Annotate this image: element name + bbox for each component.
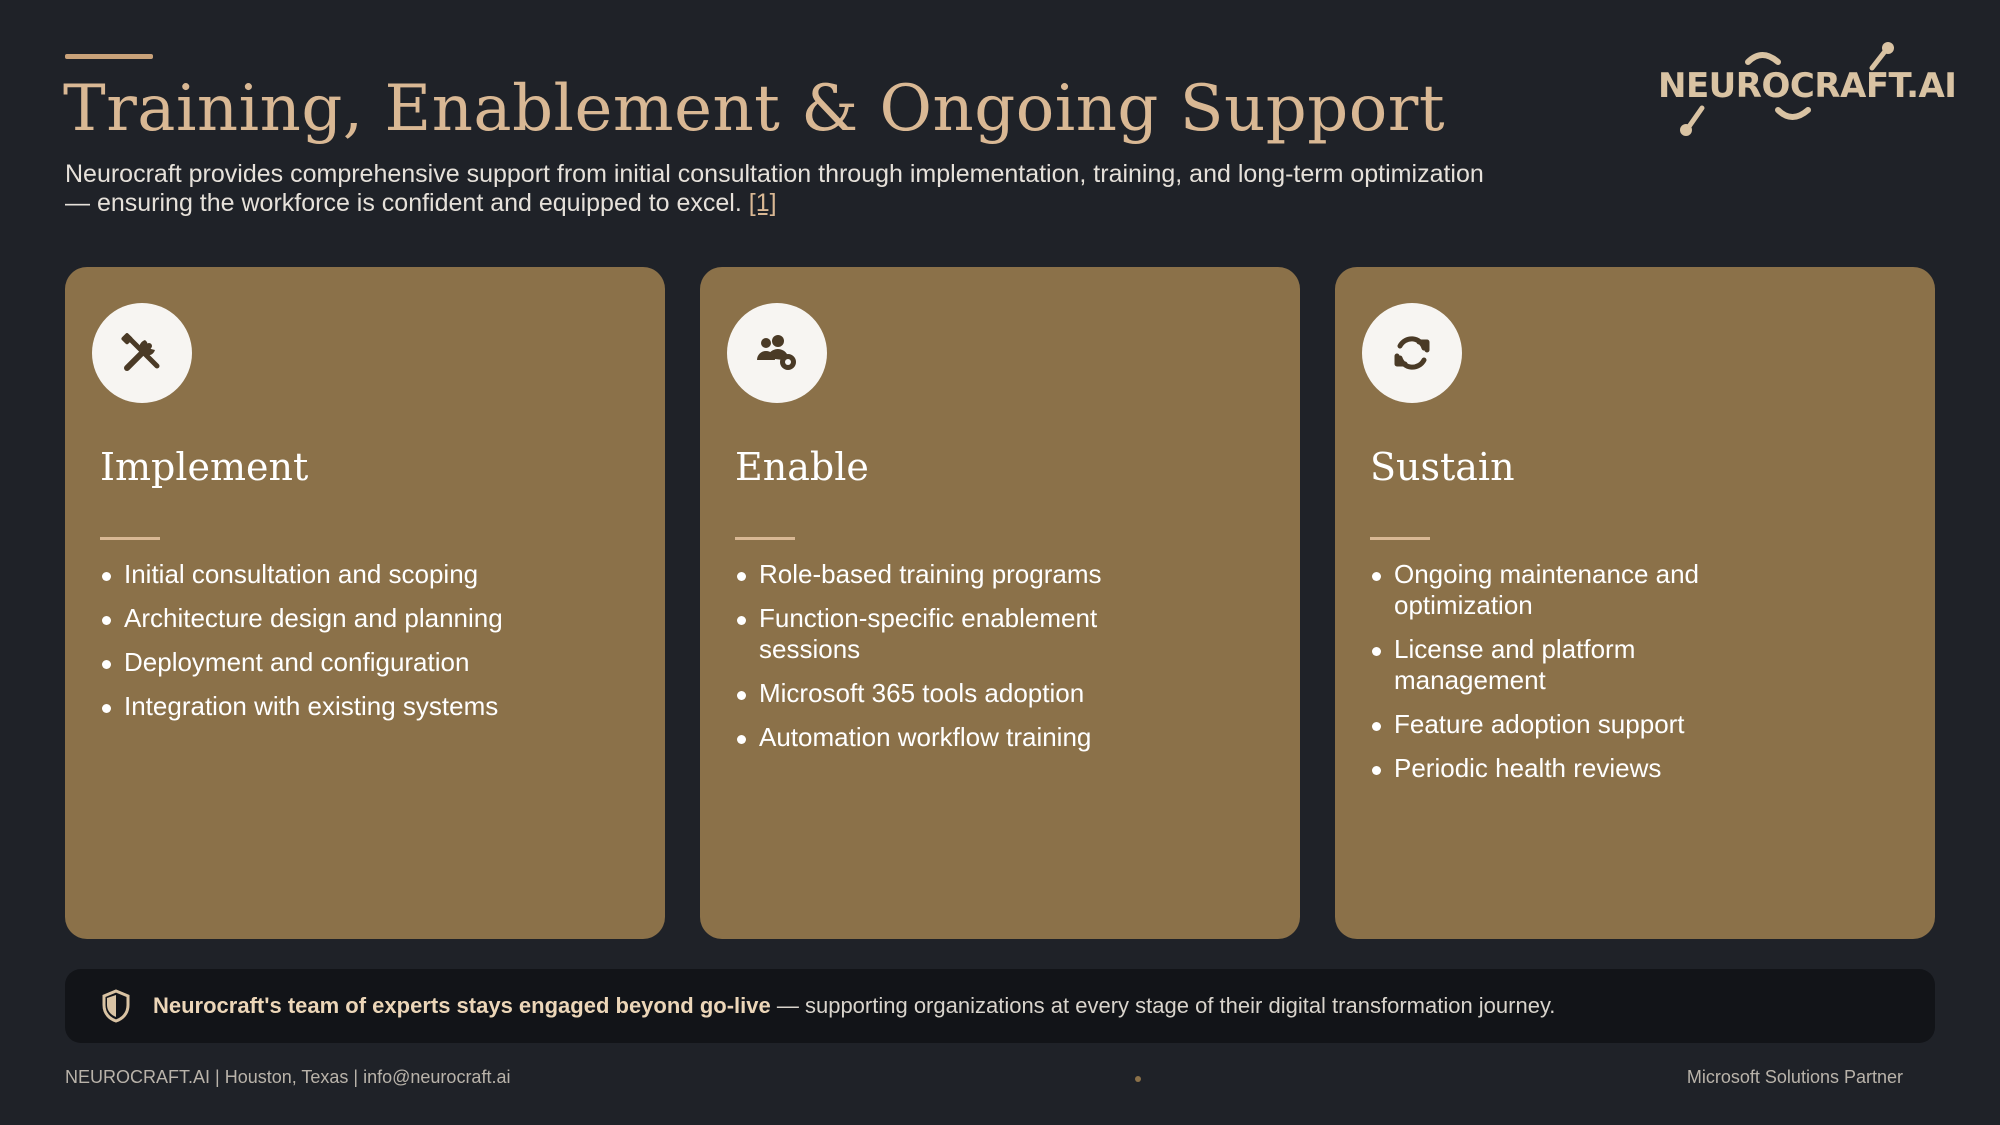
card-enable: Enable Role-based training programs Func…: [700, 267, 1300, 939]
banner-text: Neurocraft's team of experts stays engag…: [153, 993, 1555, 1019]
card-title: Implement: [100, 445, 309, 489]
list-item: Deployment and configuration: [100, 647, 520, 678]
card-divider: [100, 537, 160, 540]
logo-text: NEUROCRAFT.AI: [1658, 66, 1957, 106]
page-title: Training, Enablement & Ongoing Support: [63, 72, 1446, 146]
card-divider: [735, 537, 795, 540]
shield-icon: [102, 989, 130, 1023]
callout-banner: Neurocraft's team of experts stays engag…: [65, 969, 1935, 1043]
footer-partner: Microsoft Solutions Partner: [1686, 1067, 1903, 1087]
list-item: Automation workflow training: [735, 722, 1155, 753]
footer-dot: [1135, 1076, 1141, 1082]
list-item: Initial consultation and scoping: [100, 559, 520, 590]
card-title: Sustain: [1370, 445, 1515, 489]
list-item: Architecture design and planning: [100, 603, 520, 634]
list-item: Microsoft 365 tools adoption: [735, 678, 1155, 709]
subtitle-text: Neurocraft provides comprehensive suppor…: [65, 160, 1484, 217]
card-sustain: Sustain Ongoing maintenance and optimiza…: [1335, 267, 1935, 939]
list-item: Integration with existing systems: [100, 691, 520, 722]
tools-icon: [92, 303, 192, 403]
footer-contact: NEUROCRAFT.AI | Houston, Texas | info@ne…: [65, 1067, 511, 1087]
card-list: Ongoing maintenance and optimization Lic…: [1370, 559, 1790, 797]
list-item: Periodic health reviews: [1370, 753, 1790, 784]
card-divider: [1370, 537, 1430, 540]
citation-link[interactable]: [1]: [748, 189, 777, 217]
card-implement: Implement Initial consultation and scopi…: [65, 267, 665, 939]
support-cards: Implement Initial consultation and scopi…: [65, 267, 1935, 939]
page-subtitle: Neurocraft provides comprehensive suppor…: [65, 160, 1485, 218]
list-item: License and platform management: [1370, 634, 1790, 696]
card-list: Role-based training programs Function-sp…: [735, 559, 1155, 766]
banner-emphasis: Neurocraft's team of experts stays engag…: [153, 993, 771, 1018]
neurocraft-logo: NEUROCRAFT.AI: [1650, 40, 1957, 140]
card-title: Enable: [735, 445, 869, 489]
list-item: Ongoing maintenance and optimization: [1370, 559, 1790, 621]
list-item: Role-based training programs: [735, 559, 1155, 590]
logo-mark-icon: [1680, 42, 1894, 136]
refresh-icon: [1362, 303, 1462, 403]
users-gear-icon: [727, 303, 827, 403]
banner-rest: — supporting organizations at every stag…: [770, 993, 1556, 1018]
title-accent-line: [65, 54, 153, 59]
list-item: Feature adoption support: [1370, 709, 1790, 740]
card-list: Initial consultation and scoping Archite…: [100, 559, 520, 735]
list-item: Function-specific enablement sessions: [735, 603, 1155, 665]
